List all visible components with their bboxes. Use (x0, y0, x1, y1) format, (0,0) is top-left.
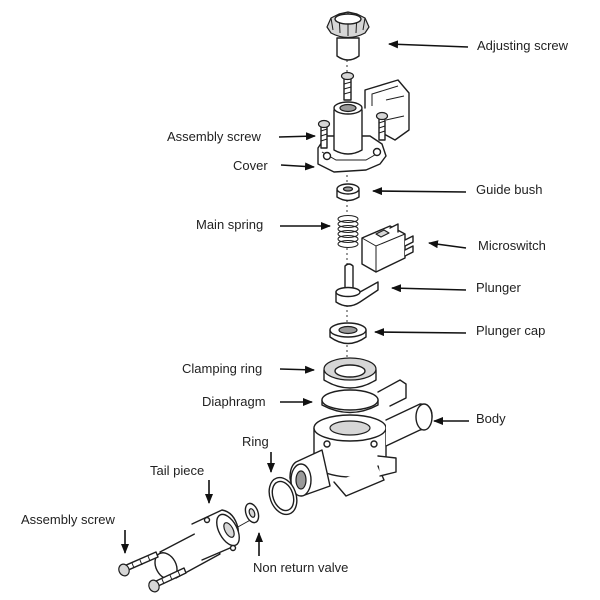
label-group-body: Body (433, 411, 506, 426)
label-group-guide-bush: Guide bush (372, 182, 543, 197)
microswitch-part (361, 223, 414, 273)
arrow-cover (280, 162, 315, 171)
label-tail-piece: Tail piece (150, 463, 204, 478)
label-assembly-screw-top: Assembly screw (167, 129, 262, 144)
arrow-guide-bush (372, 187, 467, 196)
diaphragm-part (321, 389, 379, 414)
arrow-adjusting-screw (388, 40, 469, 49)
label-plunger-cap: Plunger cap (476, 323, 545, 338)
plunger-part (335, 263, 379, 307)
label-microswitch: Microswitch (478, 238, 546, 253)
tail-piece-part (154, 509, 240, 580)
cover-top-screw (340, 71, 355, 101)
label-group-tail-piece: Tail piece (150, 463, 213, 504)
label-group-diaphragm: Diaphragm (202, 394, 313, 409)
label-group-plunger: Plunger (391, 280, 521, 295)
label-body: Body (476, 411, 506, 426)
body-part (289, 379, 433, 497)
label-ring: Ring (242, 434, 269, 449)
tail-assembly-screw-upper (118, 551, 159, 577)
label-group-clamping-ring: Clamping ring (182, 361, 315, 376)
adjusting-screw-part (326, 11, 370, 61)
label-cover: Cover (233, 158, 268, 173)
plunger-cap-part (329, 322, 367, 345)
ring-part (268, 476, 298, 516)
label-main-spring: Main spring (196, 217, 263, 232)
cover-assembly-screw-left (317, 119, 331, 149)
label-guide-bush: Guide bush (476, 182, 543, 197)
label-group-ring: Ring (242, 434, 275, 473)
arrow-microswitch (428, 240, 467, 249)
arrow-plunger-cap (374, 328, 467, 337)
clamping-ring-part (323, 357, 377, 389)
label-group-assembly-screw-top: Assembly screw (167, 129, 316, 144)
tail-assembly-screw-lower (148, 567, 187, 593)
label-group-non-return-valve: Non return valve (253, 532, 348, 575)
guide-bush-part (336, 183, 360, 202)
label-non-return-valve: Non return valve (253, 560, 348, 575)
label-adjusting-screw: Adjusting screw (477, 38, 569, 53)
cover-part (317, 79, 410, 173)
label-group-microswitch: Microswitch (428, 238, 546, 253)
arrow-plunger (391, 284, 467, 293)
main-spring-part (337, 215, 359, 248)
label-group-adjusting-screw: Adjusting screw (388, 38, 569, 53)
arrow-clamping-ring (279, 365, 315, 374)
label-group-cover: Cover (233, 158, 315, 173)
arrow-assembly-screw-top (278, 132, 316, 141)
label-clamping-ring: Clamping ring (182, 361, 262, 376)
cover-assembly-screw-right (375, 111, 389, 141)
label-group-main-spring: Main spring (196, 217, 331, 232)
label-plunger: Plunger (476, 280, 521, 295)
label-group-plunger-cap: Plunger cap (374, 323, 545, 338)
label-group-assembly-screw-bottom: Assembly screw (21, 512, 129, 554)
label-assembly-screw-bottom: Assembly screw (21, 512, 116, 527)
label-diaphragm: Diaphragm (202, 394, 266, 409)
non-return-valve-part (235, 502, 260, 529)
